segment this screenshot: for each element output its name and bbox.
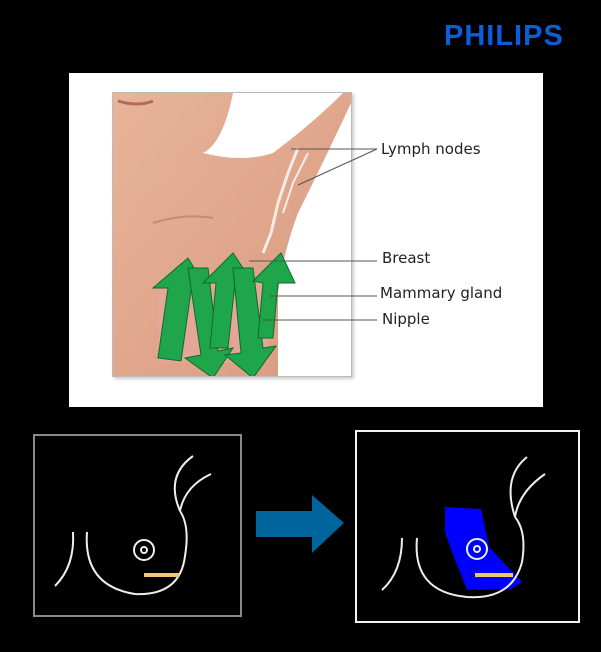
label-mammary-gland: Mammary gland [380,284,503,302]
label-breast: Breast [382,249,431,267]
probe-marker [144,573,179,577]
probe-marker [475,573,513,577]
scan-arrows [151,252,296,376]
breast-anatomy-illustration [112,92,352,377]
anatomy-panel: Lymph nodes Breast Mammary gland Nipple [69,73,543,407]
breast-outline-before [33,434,242,617]
scanned-area [445,507,522,590]
right-arrow-icon [256,495,344,553]
breast-outline-after-coverage [355,430,580,623]
philips-logo: PHILIPS [444,20,564,52]
label-lymph-nodes: Lymph nodes [381,140,481,158]
label-nipple: Nipple [382,310,430,328]
label-leader-lines [249,148,378,321]
